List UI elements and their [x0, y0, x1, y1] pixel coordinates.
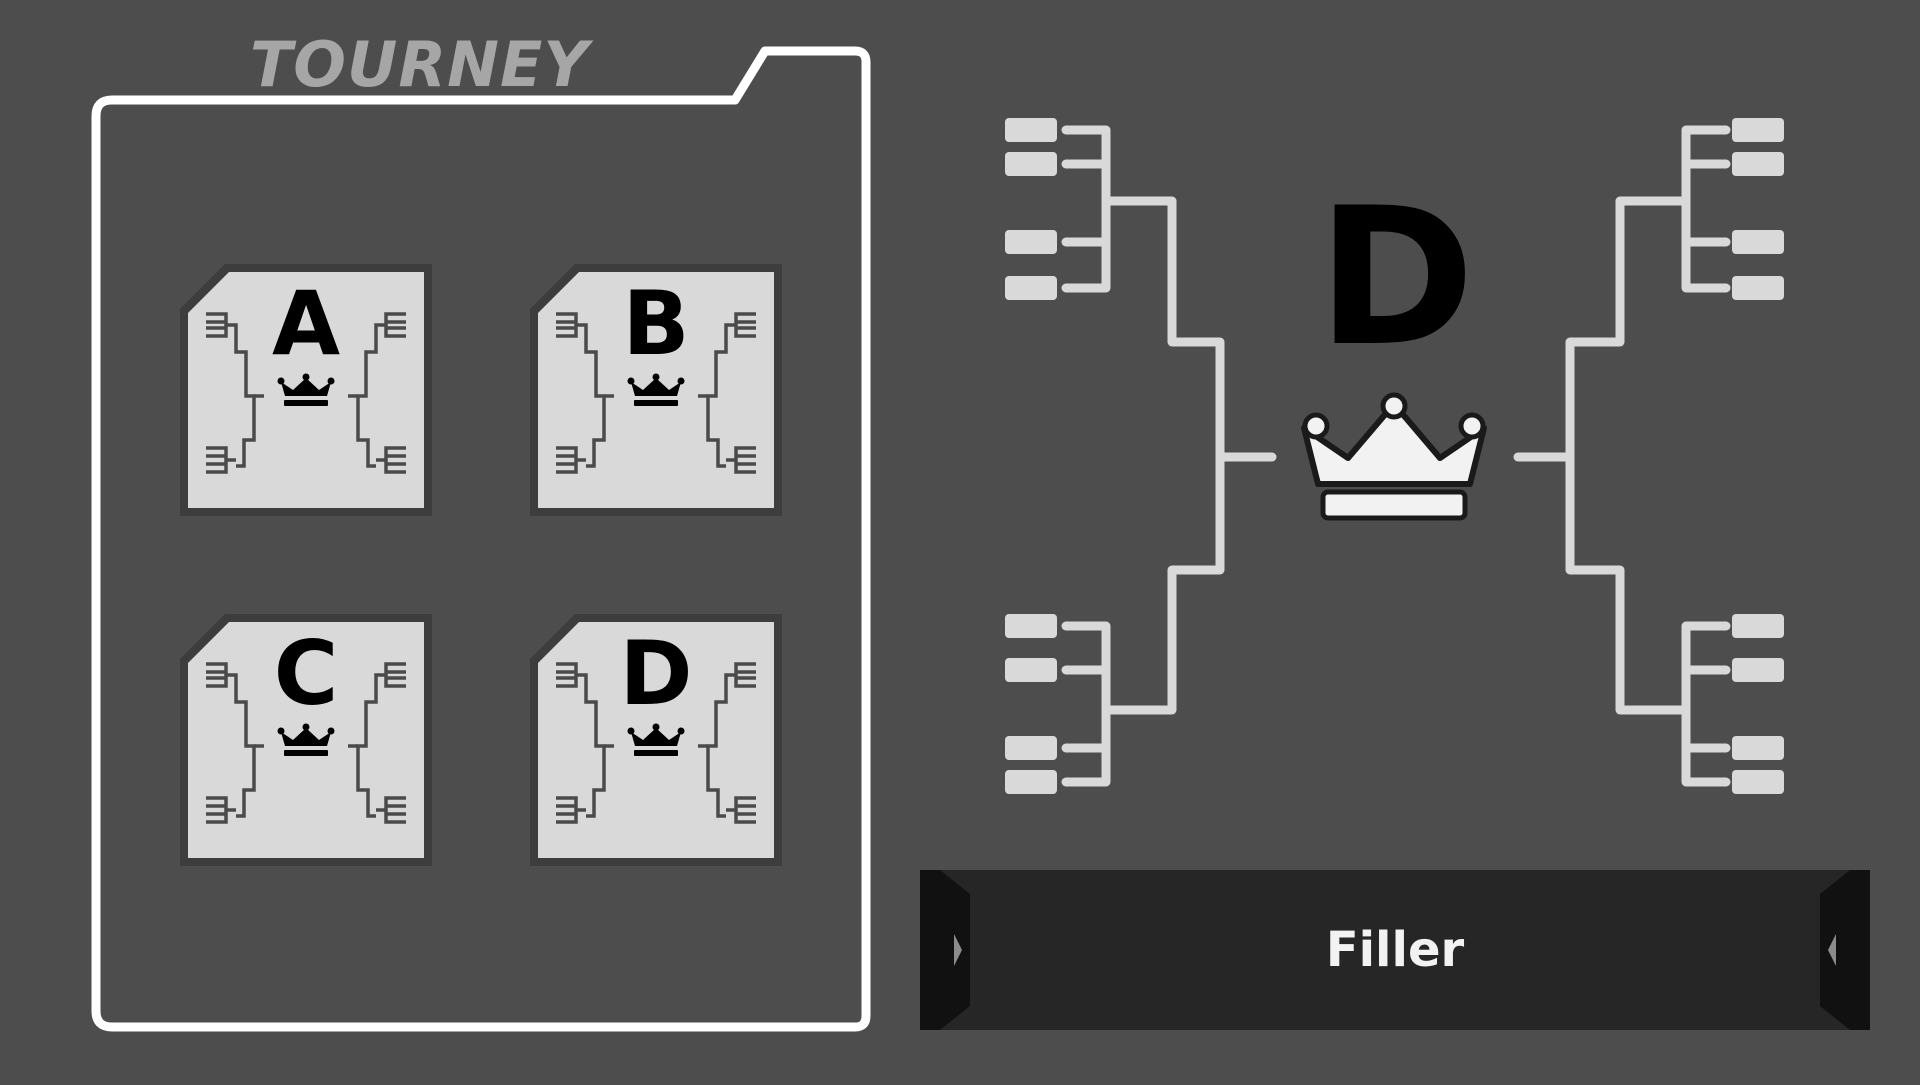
selected-tourney-letter: D	[1317, 167, 1475, 388]
tournament-card-c[interactable]: C	[180, 614, 432, 866]
tournament-card-b[interactable]: B	[530, 264, 782, 516]
folder-outline	[91, 46, 871, 1032]
tournament-card-d[interactable]: D	[530, 614, 782, 866]
filler-banner[interactable]	[918, 868, 1872, 1032]
card-letter: A	[271, 272, 341, 375]
tournament-card-a[interactable]: A	[180, 264, 432, 516]
banner-label: Filler	[1325, 922, 1465, 978]
card-letter: B	[622, 272, 690, 375]
crown-icon	[1301, 392, 1487, 521]
bracket-preview	[990, 100, 1810, 820]
triangle-left-icon	[1828, 934, 1836, 966]
triangle-right-icon	[954, 934, 962, 966]
tourney-panel: TOURNEY	[0, 0, 900, 1080]
card-letter: C	[273, 622, 339, 725]
card-letter: D	[619, 622, 693, 725]
panel-title: TOURNEY	[250, 28, 590, 101]
